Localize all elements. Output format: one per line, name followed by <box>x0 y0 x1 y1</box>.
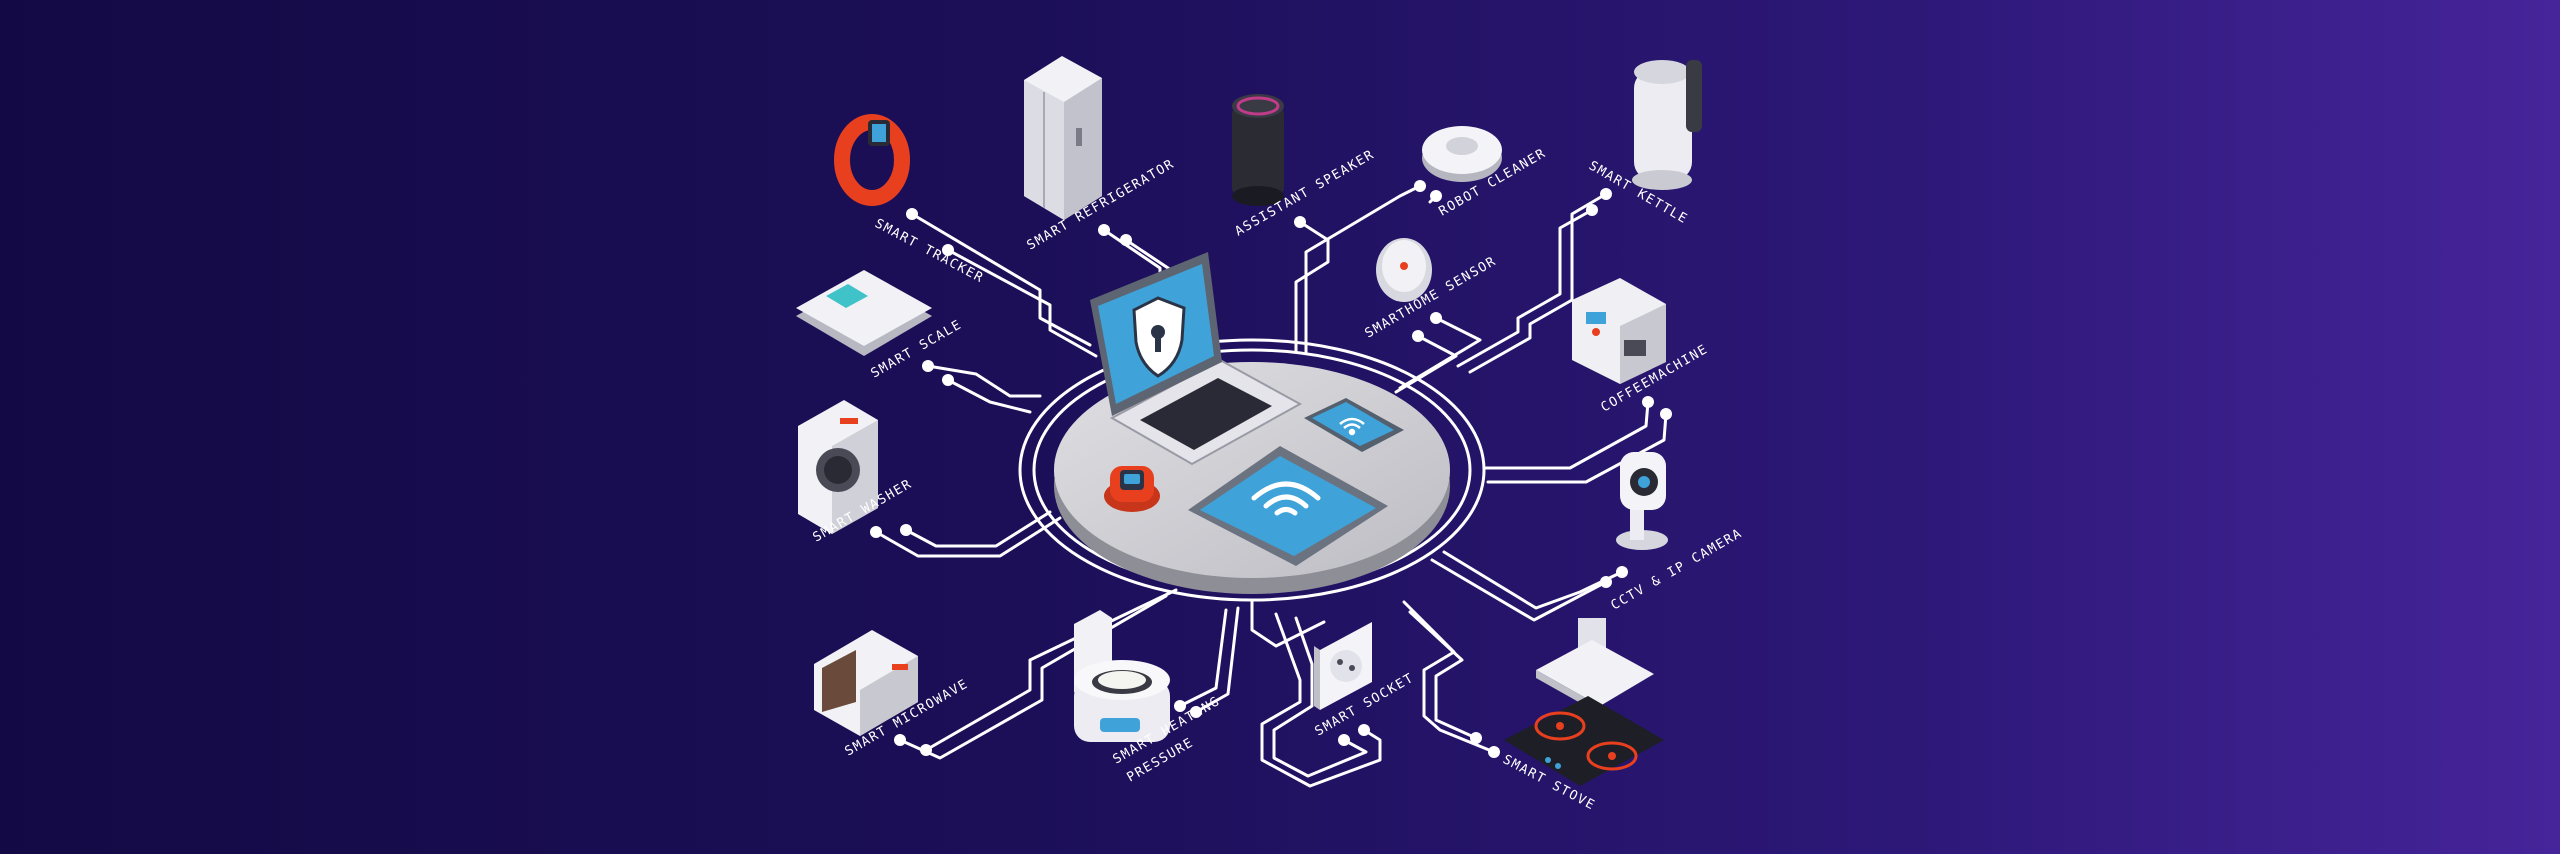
wire-smart-tracker-2 <box>946 248 1098 358</box>
wire-dot <box>922 360 934 372</box>
wire-smart-stove <box>1402 600 1496 754</box>
microwave-icon <box>814 630 918 736</box>
wire-coffeemachine <box>1482 400 1650 470</box>
wire-center-links <box>1250 598 1326 648</box>
wire-dot <box>920 744 932 756</box>
wifi-icon <box>1251 481 1321 516</box>
wire-dot <box>1174 700 1186 712</box>
wire-dot <box>1430 312 1442 324</box>
tablet-device <box>1188 446 1388 566</box>
wire-smart-socket <box>1260 612 1382 788</box>
wire-assistant-speaker <box>1294 220 1330 354</box>
wire-dot <box>894 734 906 746</box>
wire-smart-heating-2 <box>1178 608 1228 708</box>
wire-dot <box>900 524 912 536</box>
smoke-sensor-icon <box>1376 238 1432 302</box>
central-hub <box>1054 252 1450 594</box>
wire-dot <box>1358 724 1370 736</box>
wifi-icon <box>1339 417 1365 436</box>
shield-lock-icon <box>1132 296 1186 378</box>
wire-smart-kettle <box>1468 192 1608 374</box>
wire-dot <box>1470 732 1482 744</box>
laptop-keyboard <box>1140 378 1272 450</box>
wire-dot <box>1098 224 1110 236</box>
wire-cctv-camera-2 <box>1430 558 1608 622</box>
coffee-machine-icon <box>1572 278 1666 384</box>
wire-dot <box>942 244 954 256</box>
smart-scale-icon <box>796 270 932 356</box>
wire-dot <box>1414 180 1426 192</box>
wire-dot <box>1338 734 1350 746</box>
power-socket-icon <box>1314 622 1372 710</box>
wire-dot <box>1600 188 1612 200</box>
refrigerator-icon <box>1024 56 1102 220</box>
wire-dot <box>1430 190 1442 202</box>
smart-kettle-icon <box>1632 60 1702 190</box>
phone-device <box>1304 398 1404 452</box>
wire-dot <box>1586 204 1598 216</box>
fitness-tracker-icon <box>834 114 910 206</box>
wire-dot <box>1488 746 1500 758</box>
wire-dot <box>1412 330 1424 342</box>
wire-endpoints <box>870 180 1672 758</box>
wire-dot <box>942 374 954 386</box>
pressure-cooker-icon <box>1074 610 1170 742</box>
wire-dot <box>906 208 918 220</box>
wire-smart-heating <box>1194 606 1240 714</box>
smartwatch-device <box>1104 466 1160 512</box>
wire-smart-stove-2 <box>1408 610 1478 740</box>
smart-speaker-icon <box>1232 94 1284 206</box>
wire-dot <box>1120 234 1132 246</box>
washing-machine-icon <box>798 400 878 534</box>
wire-cctv-camera <box>1442 550 1624 610</box>
wire-smart-washer <box>874 516 1062 558</box>
robot-cleaner-icon <box>1422 126 1502 182</box>
wire-dot <box>1190 706 1202 718</box>
range-hood-icon <box>1536 618 1654 714</box>
wire-smart-tracker <box>910 212 1092 347</box>
wire-smart-socket-2 <box>1272 616 1368 778</box>
wire-smarthome-sensor-2 <box>1394 334 1458 394</box>
wire-dot <box>870 526 882 538</box>
wire-smart-refrigerator-2 <box>1124 238 1176 274</box>
wire-smart-scale <box>926 364 1042 398</box>
wire-dot <box>1616 566 1628 578</box>
laptop-device <box>1090 252 1303 466</box>
stove-cooktop-icon <box>1504 696 1664 786</box>
label-smart-tracker: SMART TRACKER <box>872 216 986 286</box>
wire-dot <box>1600 576 1612 588</box>
wire-dot <box>1294 216 1306 228</box>
tablet-screen <box>1200 456 1376 556</box>
wire-smart-kettle-2 <box>1456 208 1594 368</box>
wire-dot <box>1660 408 1672 420</box>
wire-robot-cleaner <box>1304 184 1422 354</box>
wire-dot <box>1642 396 1654 408</box>
security-camera-icon <box>1616 452 1668 550</box>
wire-smart-scale-2 <box>946 378 1032 414</box>
wire-smart-washer-2 <box>904 510 1052 548</box>
